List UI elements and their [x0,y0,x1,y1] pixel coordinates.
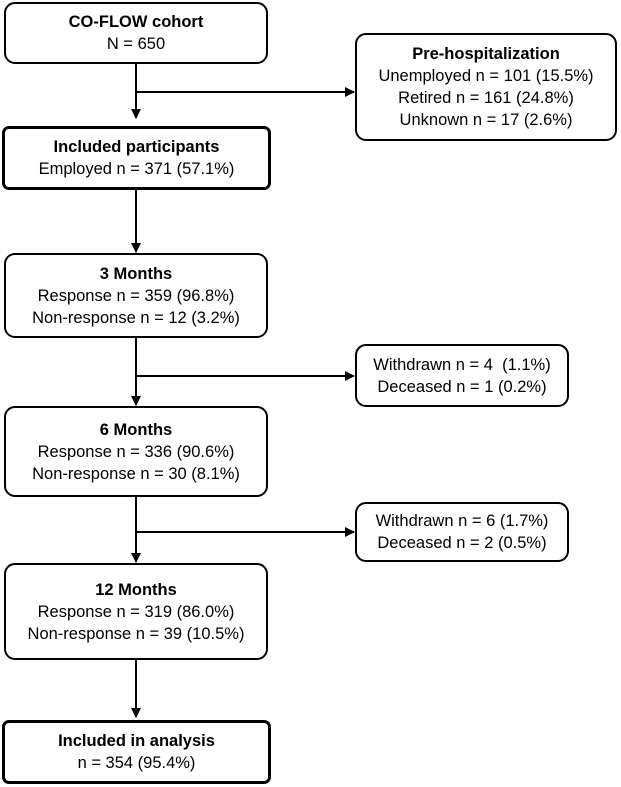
included-employed: Employed n = 371 (57.1%) [38,160,235,178]
prehosp-title: Pre-hospitalization [412,45,560,63]
included-title: Included participants [53,138,220,156]
months-6-response: Response n = 336 (90.6%) [37,442,235,461]
months-3-response: Response n = 359 (96.8%) [37,286,235,305]
analysis-title: Included in analysis [58,732,215,750]
prehosp-unemployed: Unemployed n = 101 (15.5%) [378,67,594,85]
exit-3-deceased: Deceased n = 1 (0.2%) [377,377,547,396]
cohort-title: CO-FLOW cohort [68,13,204,31]
months-12-box: 12 Months Response n = 319 (86.0%) Non-r… [4,563,268,660]
cohort-count: N = 650 [106,35,166,53]
months-3-box: 3 Months Response n = 359 (96.8%) Non-re… [4,253,268,338]
exit-6-box: Withdrawn n = 6 (1.7%) Deceased n = 2 (0… [355,502,569,562]
months-12-response: Response n = 319 (86.0%) [37,602,235,621]
months-3-nonresponse: Non-response n = 12 (3.2%) [32,308,240,327]
cohort-box: CO-FLOW cohort N = 650 [4,2,268,64]
months-3-title: 3 Months [99,264,173,283]
included-box: Included participants Employed n = 371 (… [2,126,271,190]
analysis-box: Included in analysis n = 354 (95.4%) [2,720,271,784]
months-6-nonresponse: Non-response n = 30 (8.1%) [32,464,240,483]
exit-6-deceased: Deceased n = 2 (0.5%) [377,534,547,552]
months-12-title: 12 Months [95,580,177,599]
exit-6-withdrawn: Withdrawn n = 6 (1.7%) [375,512,549,530]
months-6-box: 6 Months Response n = 336 (90.6%) Non-re… [4,406,268,497]
prehosp-retired: Retired n = 161 (24.8%) [398,89,574,107]
exit-3-withdrawn: Withdrawn n = 4 (1.1%) [373,355,551,374]
exit-3-box: Withdrawn n = 4 (1.1%) Deceased n = 1 (0… [355,344,569,407]
analysis-count: n = 354 (95.4%) [77,754,196,772]
months-12-nonresponse: Non-response n = 39 (10.5%) [27,624,245,643]
months-6-title: 6 Months [99,420,173,439]
prehosp-unknown: Unknown n = 17 (2.6%) [399,111,573,129]
prehosp-box: Pre-hospitalization Unemployed n = 101 (… [355,33,617,141]
